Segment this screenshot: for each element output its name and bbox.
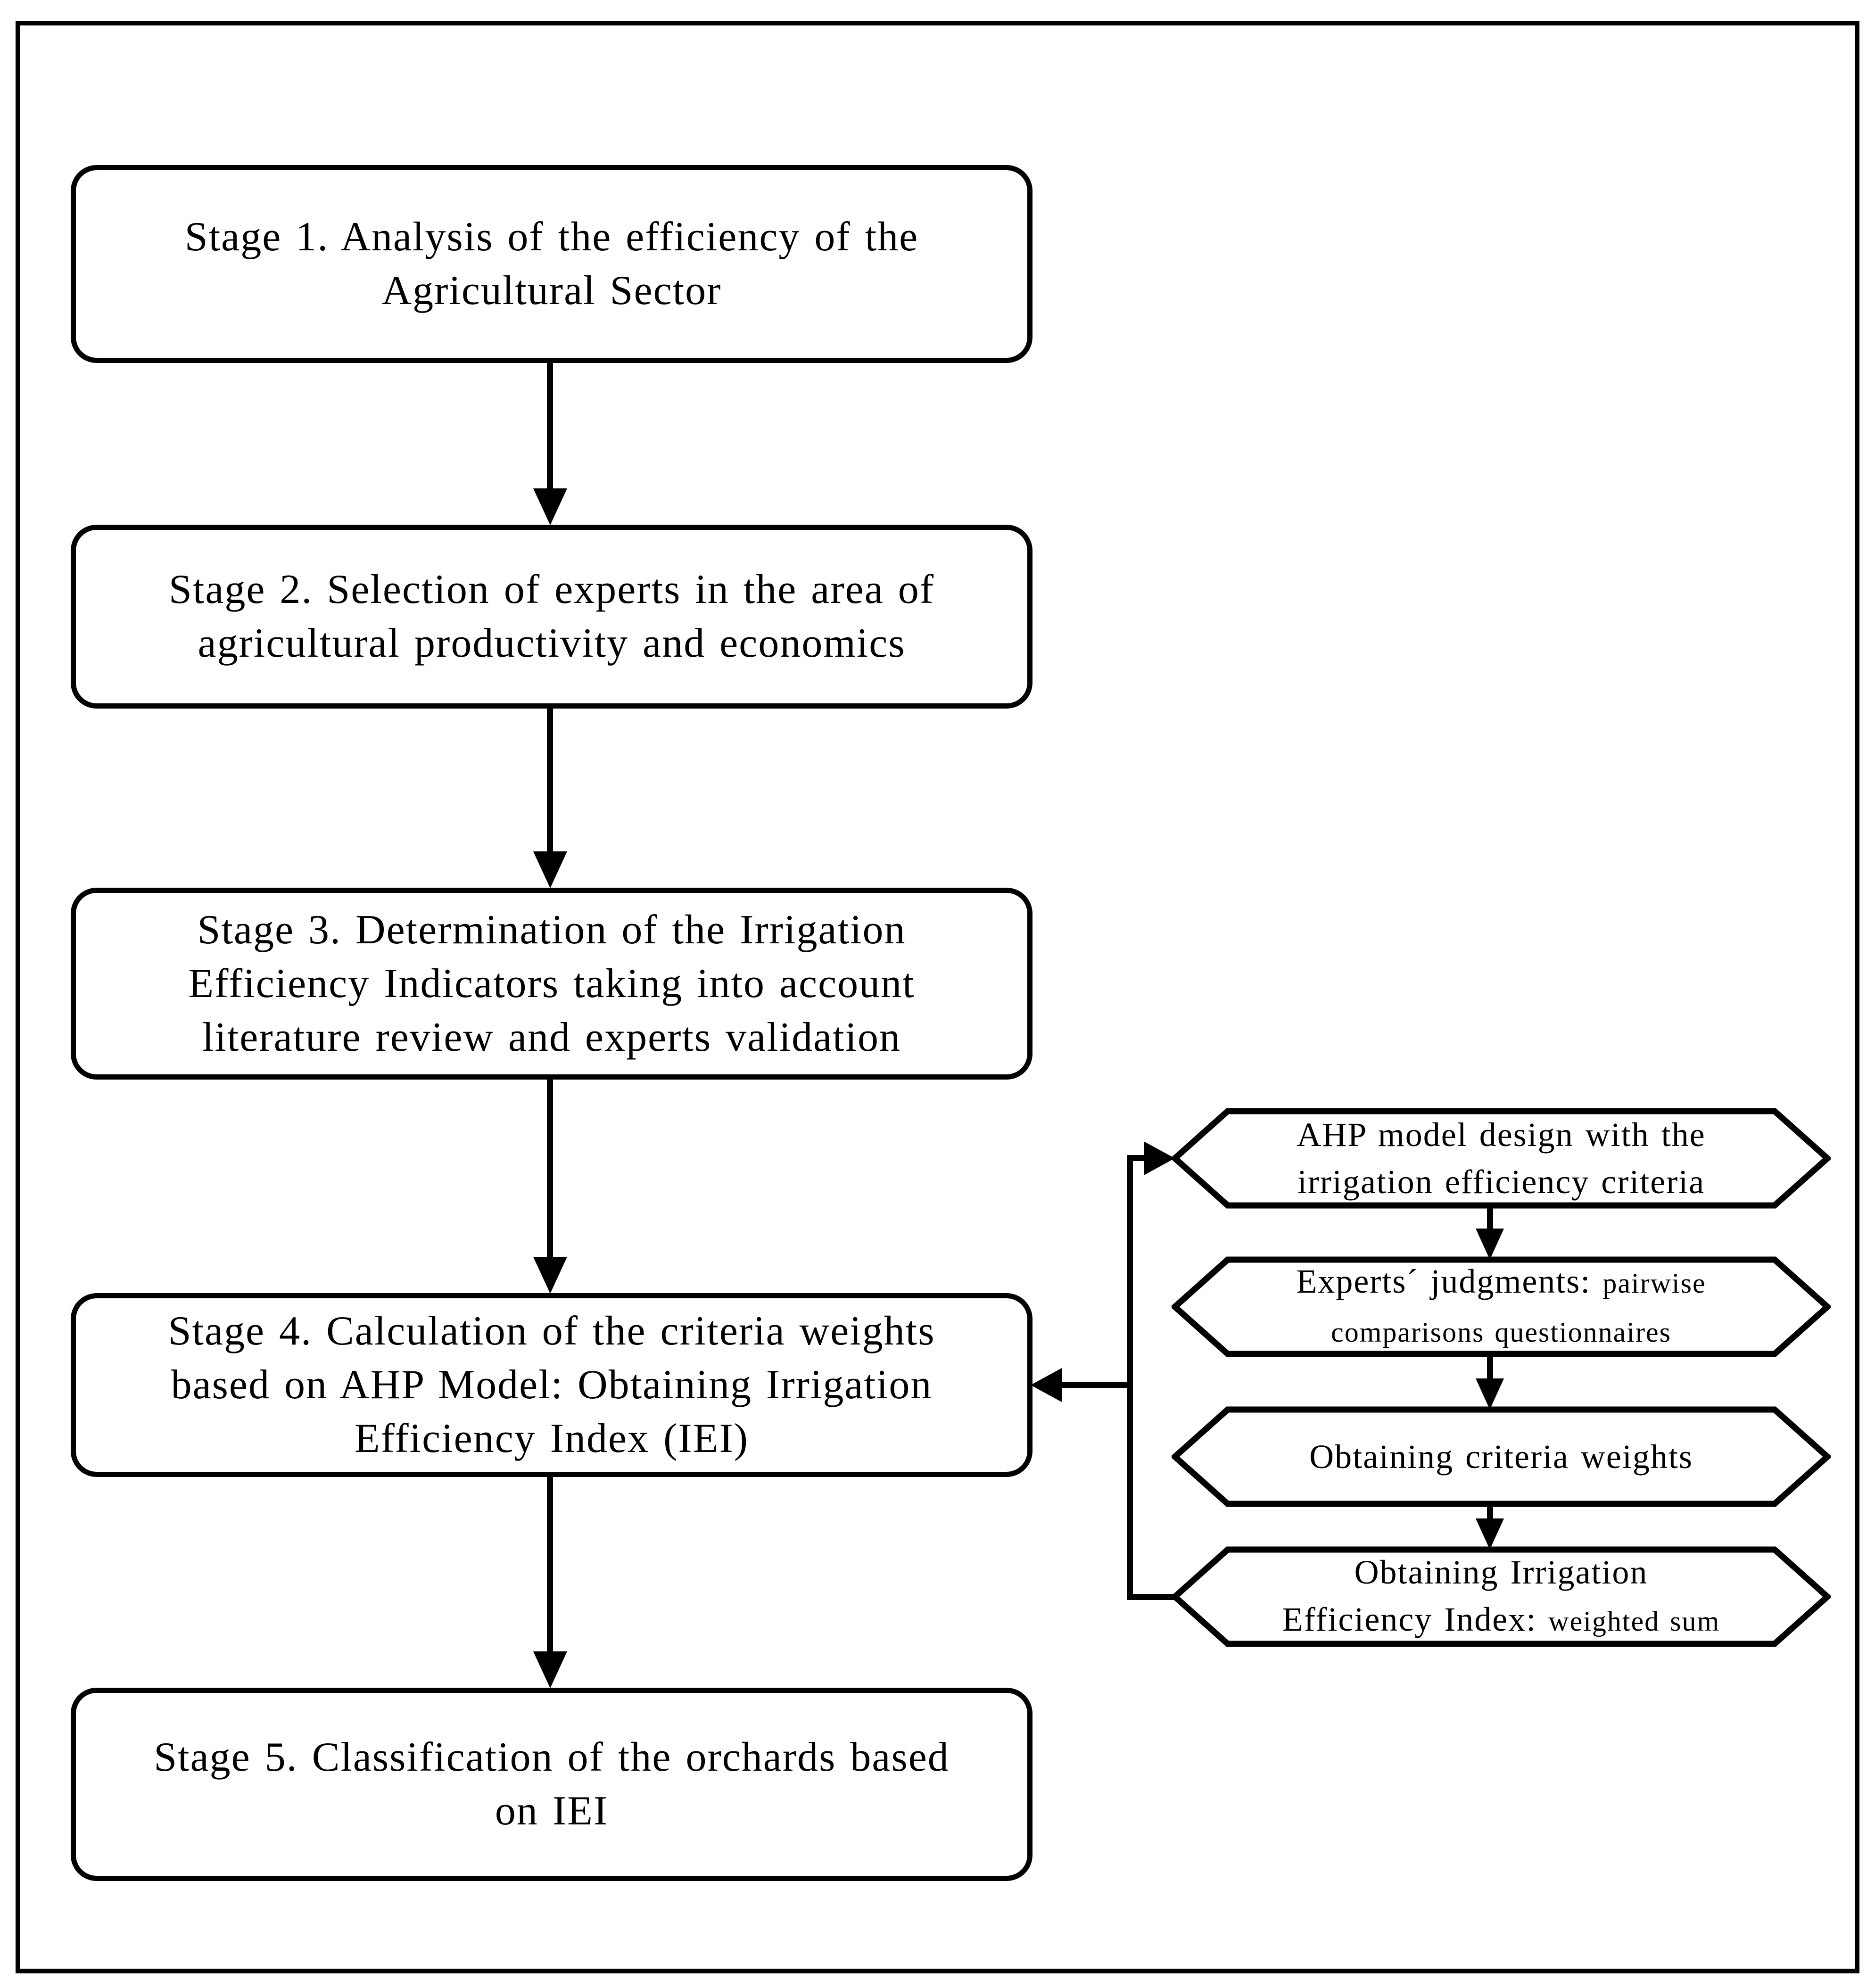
substep-3-label: Obtaining criteria weights — [1309, 1438, 1693, 1476]
stage-2-label-line2: agricultural productivity and economics — [198, 620, 906, 666]
stage-3-box: Stage 3. Determination of the Irrigation… — [71, 888, 1032, 1080]
arrowhead-into-substep1-icon — [1144, 1141, 1175, 1175]
arrowhead-down-icon — [533, 1257, 567, 1294]
stage-5-label-line1: Stage 5. Classification of the orchards … — [154, 1734, 950, 1780]
bracket-bottom-stub — [1127, 1594, 1176, 1600]
arrowhead-down-icon — [533, 851, 567, 888]
arrowhead-into-stage4-icon — [1031, 1368, 1062, 1402]
bracket-middle-stub — [1060, 1382, 1133, 1388]
stage-2-label-line1: Stage 2. Selection of experts in the are… — [168, 567, 935, 612]
stage-3-label-line3: literature review and experts validation — [202, 1014, 901, 1060]
arrowhead-down-icon — [1476, 1518, 1504, 1550]
stage-1-box: Stage 1. Analysis of the efficiency of t… — [71, 165, 1032, 363]
substep-2-hexagon — [1172, 1256, 1831, 1357]
bracket-vertical-line — [1127, 1155, 1133, 1600]
stage-4-label-line3: Efficiency Index (IEI) — [354, 1416, 749, 1461]
figure-frame — [16, 21, 1859, 1973]
arrowhead-down-icon — [533, 488, 567, 525]
stage-1-label-line2: Agricultural Sector — [381, 268, 722, 313]
stage-5-label-line2: on IEI — [495, 1788, 609, 1834]
stage-1-label-line1: Stage 1. Analysis of the efficiency of t… — [184, 214, 919, 260]
substep-1-label: AHP model design with the irrigation eff… — [1297, 1116, 1706, 1201]
substep-3-hexagon — [1172, 1406, 1831, 1507]
stage-4-label-line1: Stage 4. Calculation of the criteria wei… — [168, 1308, 935, 1354]
stage-5-box: Stage 5. Classification of the orchards … — [71, 1688, 1032, 1881]
stage-4-box: Stage 4. Calculation of the criteria wei… — [71, 1293, 1032, 1477]
stage-4-label-line2: based on AHP Model: Obtaining Irrigation — [171, 1362, 933, 1408]
stage-3-label-line2: Efficiency Indicators taking into accoun… — [188, 960, 915, 1006]
substep-1-hexagon — [1172, 1108, 1831, 1209]
substep-4-label: Obtaining Irrigation Efficiency Index: w… — [1282, 1553, 1720, 1638]
arrowhead-down-icon — [1476, 1378, 1504, 1410]
substep-4-hexagon — [1172, 1546, 1831, 1647]
bracket-top-stub — [1127, 1155, 1147, 1161]
substep-2-label: Experts´ judgments: pairwise comparisons… — [1296, 1262, 1706, 1348]
stage-3-label-line1: Stage 3. Determination of the Irrigation — [197, 907, 906, 953]
stage-2-box: Stage 2. Selection of experts in the are… — [71, 525, 1032, 709]
arrowhead-down-icon — [1476, 1229, 1504, 1260]
arrowhead-down-icon — [533, 1651, 567, 1688]
